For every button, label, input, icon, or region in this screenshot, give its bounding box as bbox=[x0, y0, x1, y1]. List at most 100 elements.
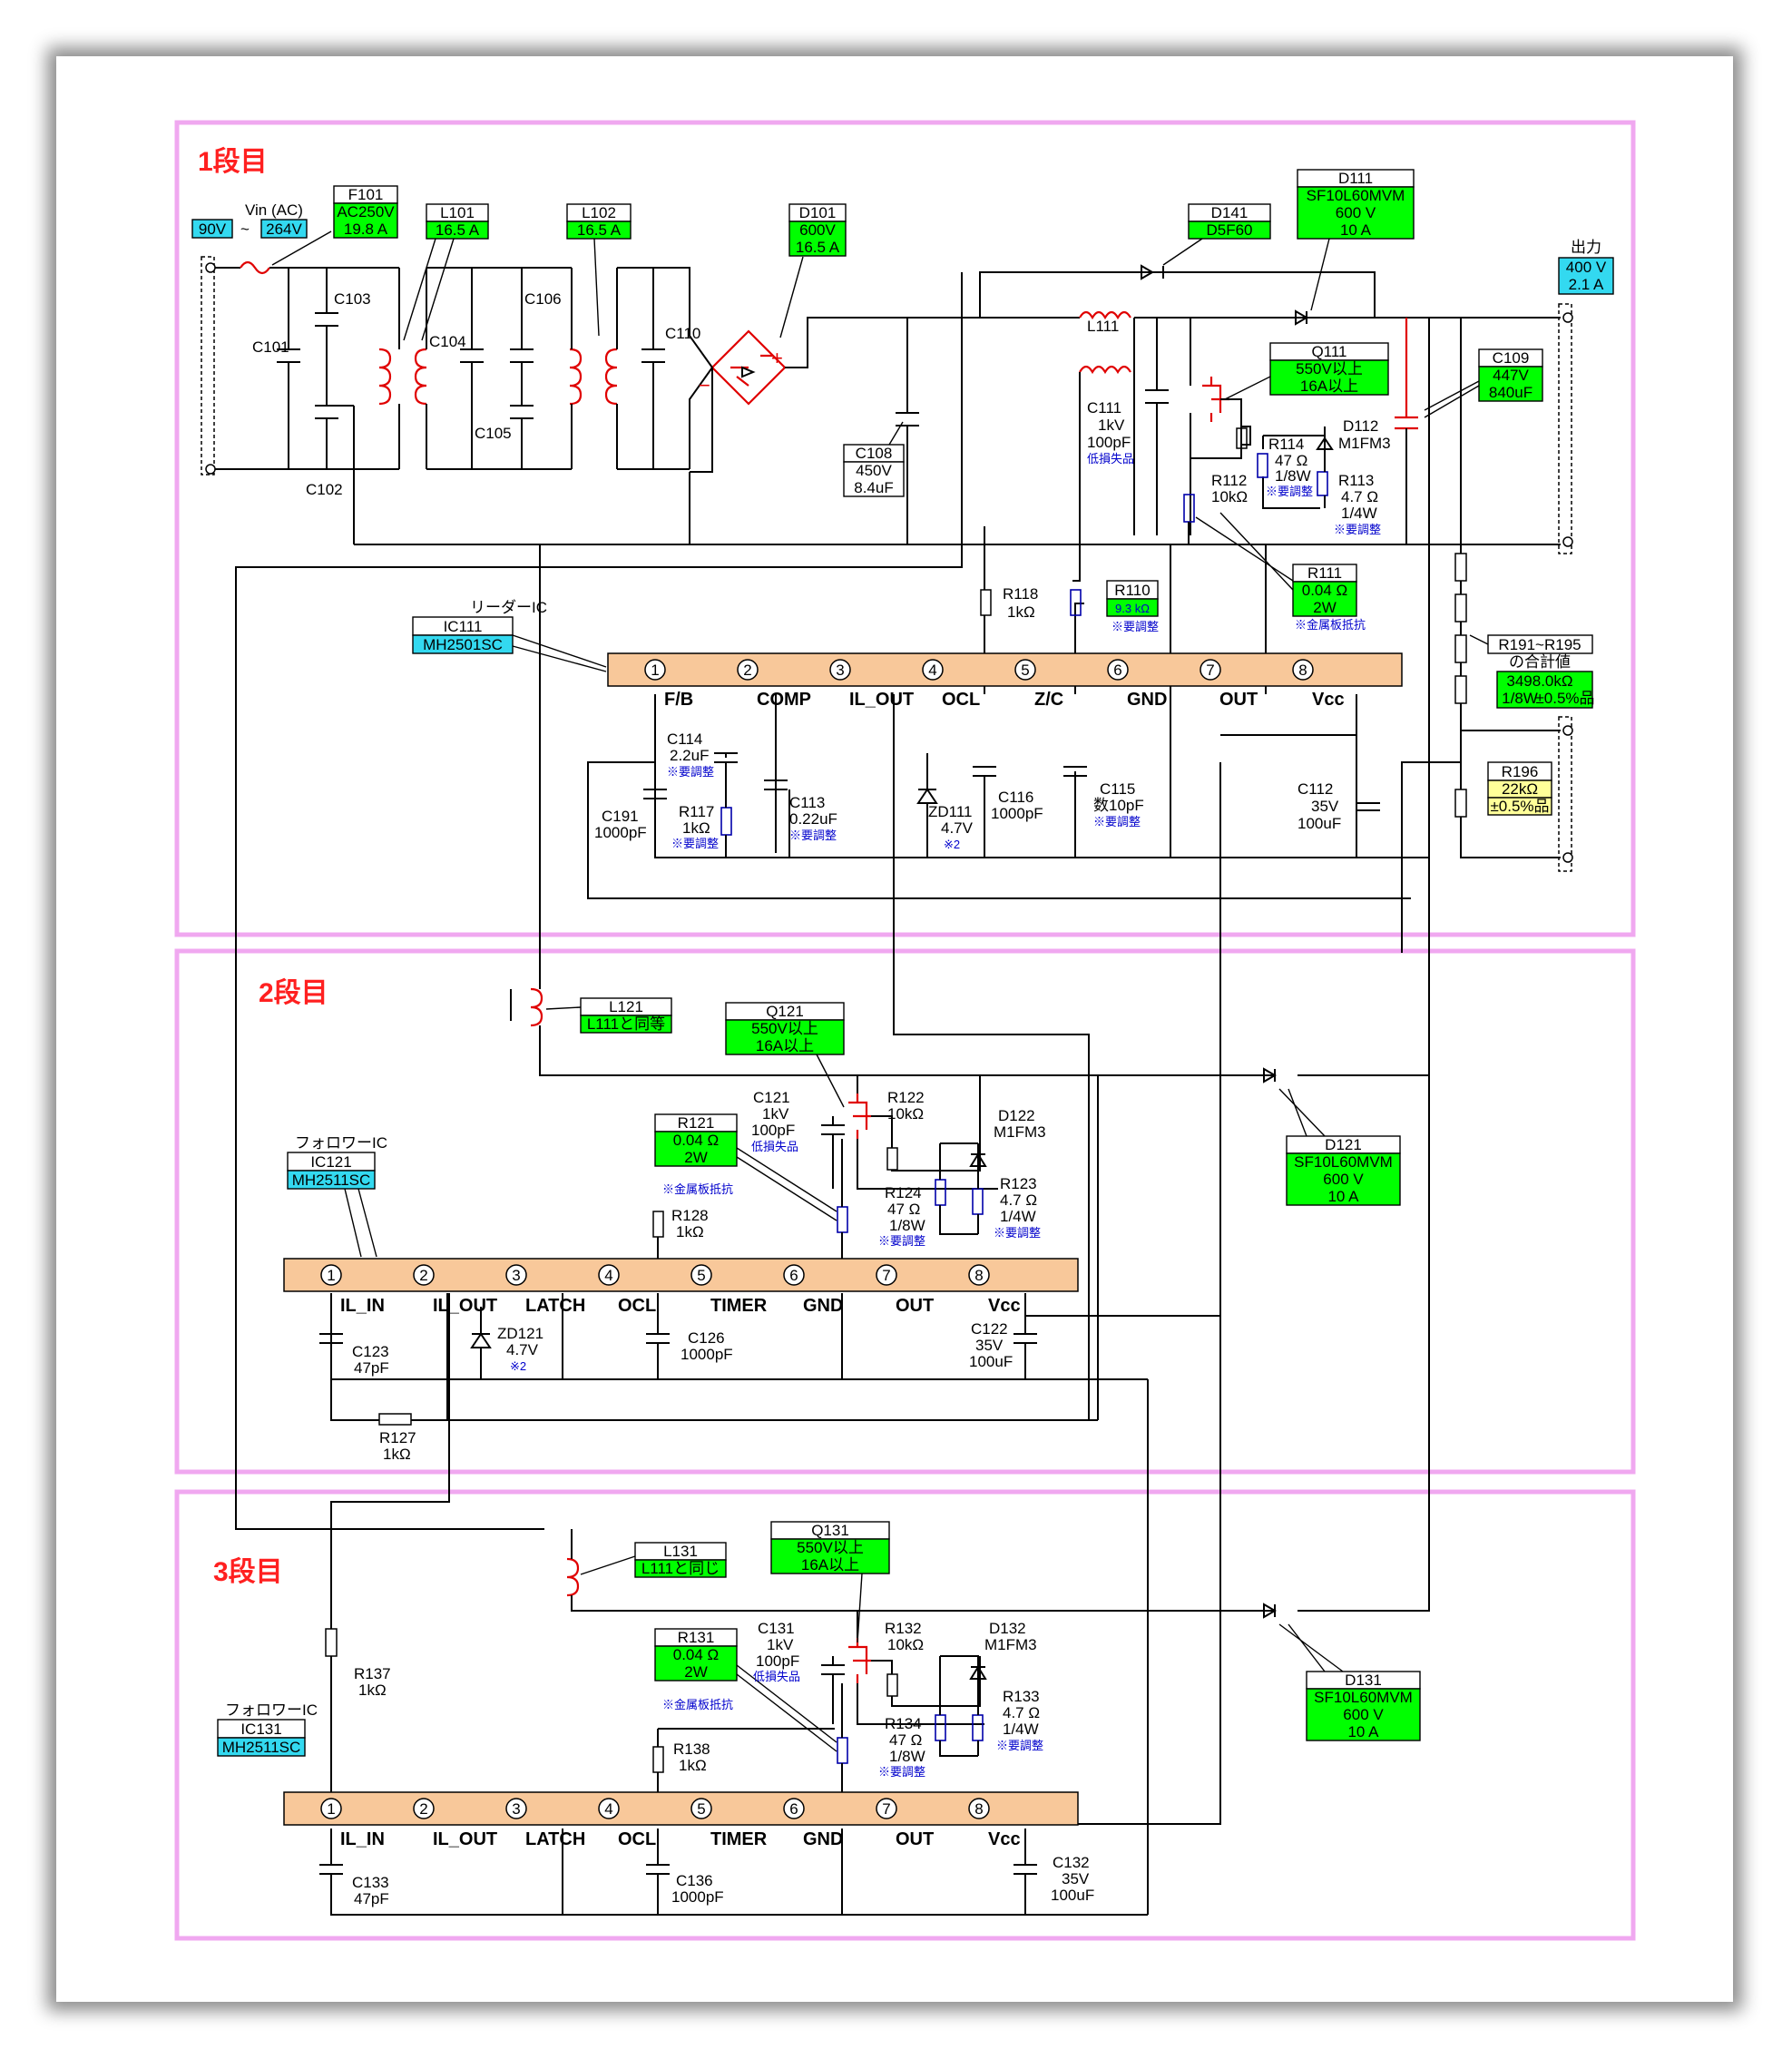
s2-r127b-label: 1kΩ bbox=[383, 1446, 411, 1463]
callout-line bbox=[1288, 1088, 1307, 1137]
ic121-pin-8-label: Vcc bbox=[988, 1296, 1021, 1316]
s2-r128a-label: R128 bbox=[671, 1207, 709, 1224]
ic121-pin-7-label: OUT bbox=[896, 1296, 934, 1316]
callout-line bbox=[357, 1188, 377, 1258]
s1-r113b-label: 4.7 Ω bbox=[1341, 488, 1378, 505]
s3-c131b-label: 1kV bbox=[767, 1636, 794, 1653]
l131-callout-name: L131 bbox=[663, 1543, 698, 1560]
callout-line bbox=[736, 1147, 837, 1212]
ic121-part: MH2511SC bbox=[292, 1172, 371, 1189]
r191-name: R191~R195 bbox=[1498, 636, 1581, 653]
s1-c116a-label: C116 bbox=[998, 789, 1033, 806]
svg-text:+: + bbox=[771, 347, 783, 369]
r196-body2 bbox=[1487, 797, 1552, 816]
s1-c110-label: C110 bbox=[665, 325, 700, 342]
ic121-pin-5-number: 5 bbox=[697, 1267, 705, 1284]
ic131-pin-1-label: IL_IN bbox=[340, 1829, 385, 1849]
s2-r124a-label: R124 bbox=[885, 1184, 922, 1201]
vin-min-bg bbox=[191, 219, 233, 239]
ic131-pin-8-label: Vcc bbox=[988, 1829, 1021, 1849]
q111-callout-l1: 550V以上 bbox=[1296, 360, 1363, 377]
s3-c132b-label: 35V bbox=[1062, 1870, 1090, 1887]
s1-r117n-note: ※要調整 bbox=[671, 837, 719, 850]
l121-callout-name: L121 bbox=[609, 998, 643, 1015]
s1-l111-label: L111 bbox=[1087, 318, 1119, 335]
ic111-pin-2-number: 2 bbox=[743, 662, 751, 679]
s3-c136a-label: C136 bbox=[676, 1872, 713, 1889]
s1-r114a-label: R114 bbox=[1268, 436, 1304, 453]
q131-callout-l1: 550V以上 bbox=[797, 1539, 864, 1556]
d101-callout-body bbox=[788, 221, 847, 257]
ic131-tag: フォロワーIC bbox=[225, 1701, 318, 1719]
ic111-pin-5-label: Z/C bbox=[1034, 690, 1063, 710]
ic111-pin-4-marker bbox=[922, 659, 944, 681]
callout-line bbox=[580, 1555, 636, 1575]
s1-r118b-label: 1kΩ bbox=[1007, 603, 1035, 621]
q111-callout-body bbox=[1269, 359, 1389, 396]
s2-zd121b-label: 4.7V bbox=[506, 1341, 539, 1358]
r110-note: ※要調整 bbox=[1111, 620, 1159, 633]
f101-callout-l2: 19.8 A bbox=[344, 221, 388, 238]
f101-callout-name: F101 bbox=[348, 186, 384, 203]
l101-callout-name: L101 bbox=[440, 204, 475, 221]
ic121-pin-6-label: GND bbox=[803, 1296, 843, 1316]
s1-c115a-label: C115 bbox=[1100, 780, 1135, 798]
c109-callout-l2: 840uF bbox=[1489, 384, 1533, 401]
r121-callout-l2: 2W bbox=[684, 1149, 708, 1166]
s1-c191b-label: 1000pF bbox=[594, 824, 647, 841]
s1-c103-label: C103 bbox=[334, 290, 371, 308]
r110-body bbox=[1106, 598, 1159, 617]
s1-d112a-label: D112 bbox=[1343, 417, 1378, 435]
ic131-pin-7-number: 7 bbox=[882, 1800, 890, 1818]
s3-c132a-label: C132 bbox=[1053, 1854, 1090, 1871]
callout-line bbox=[403, 238, 436, 341]
callout-line bbox=[593, 238, 600, 337]
s2-r128b-label: 1kΩ bbox=[676, 1223, 704, 1240]
s3-c131a-label: C131 bbox=[758, 1620, 795, 1637]
ic131-pin-2-number: 2 bbox=[419, 1800, 427, 1818]
s2-c122a-label: C122 bbox=[971, 1320, 1008, 1338]
ic111-part: MH2501SC bbox=[423, 636, 503, 653]
s3-r138a-label: R138 bbox=[673, 1740, 710, 1758]
vin-tilde: ~ bbox=[240, 221, 250, 238]
r196-value: 22kΩ bbox=[1502, 780, 1538, 798]
s1-r113n-note: ※要調整 bbox=[1334, 523, 1381, 536]
c109-callout-name: C109 bbox=[1493, 349, 1530, 367]
ic121-pin-6-marker bbox=[783, 1264, 805, 1286]
s1-c102-label: C102 bbox=[306, 481, 343, 498]
ic111-pin-4-label: OCL bbox=[942, 690, 980, 710]
s3-r133c-label: 1/4W bbox=[1003, 1721, 1039, 1738]
d121-callout-name: D121 bbox=[1325, 1136, 1362, 1153]
stage2-wiring bbox=[319, 762, 1429, 1915]
d101-callout-l2: 16.5 A bbox=[796, 239, 840, 256]
ic131-pin-6-marker bbox=[783, 1798, 805, 1819]
s3-r134b-label: 47 Ω bbox=[889, 1731, 922, 1749]
ic131-pin-3-number: 3 bbox=[512, 1800, 520, 1818]
s1-c112c-label: 100uF bbox=[1297, 815, 1341, 832]
s1-c112a-label: C112 bbox=[1297, 780, 1333, 798]
s3-c132c-label: 100uF bbox=[1051, 1887, 1094, 1904]
c108-callout-l2: 8.4uF bbox=[854, 479, 893, 496]
r131-callout-l1: 0.04 Ω bbox=[673, 1646, 720, 1663]
output-label: 出力 bbox=[1571, 239, 1601, 256]
ic131-pin-bar bbox=[283, 1791, 1079, 1826]
ic131-pin-5-label: TIMER bbox=[710, 1829, 768, 1849]
stage2-frame bbox=[174, 948, 1636, 1475]
ic121-pin-5-label: TIMER bbox=[710, 1296, 768, 1316]
ic131-pin-5-number: 5 bbox=[697, 1800, 705, 1818]
l102-callout-l1: 16.5 A bbox=[577, 221, 622, 239]
callout-line bbox=[1219, 512, 1294, 591]
c108-callout-body bbox=[843, 461, 905, 497]
ic111-pin-8-marker bbox=[1292, 659, 1314, 681]
ic121-pin-8-number: 8 bbox=[974, 1267, 983, 1284]
ic121-pin-bar bbox=[283, 1258, 1079, 1292]
stage3-wiring bbox=[319, 1293, 1429, 1916]
callout-line bbox=[1195, 516, 1294, 582]
d141-callout-body bbox=[1188, 221, 1271, 240]
s3-r137b-label: 1kΩ bbox=[358, 1682, 387, 1699]
ic131-pin-6-label: GND bbox=[803, 1829, 843, 1849]
ic131-pin-7-marker bbox=[876, 1798, 897, 1819]
s1-r118a-label: R118 bbox=[1003, 585, 1038, 603]
ic121-pin-3-marker bbox=[505, 1264, 527, 1286]
s2-d122a-label: D122 bbox=[998, 1107, 1035, 1124]
